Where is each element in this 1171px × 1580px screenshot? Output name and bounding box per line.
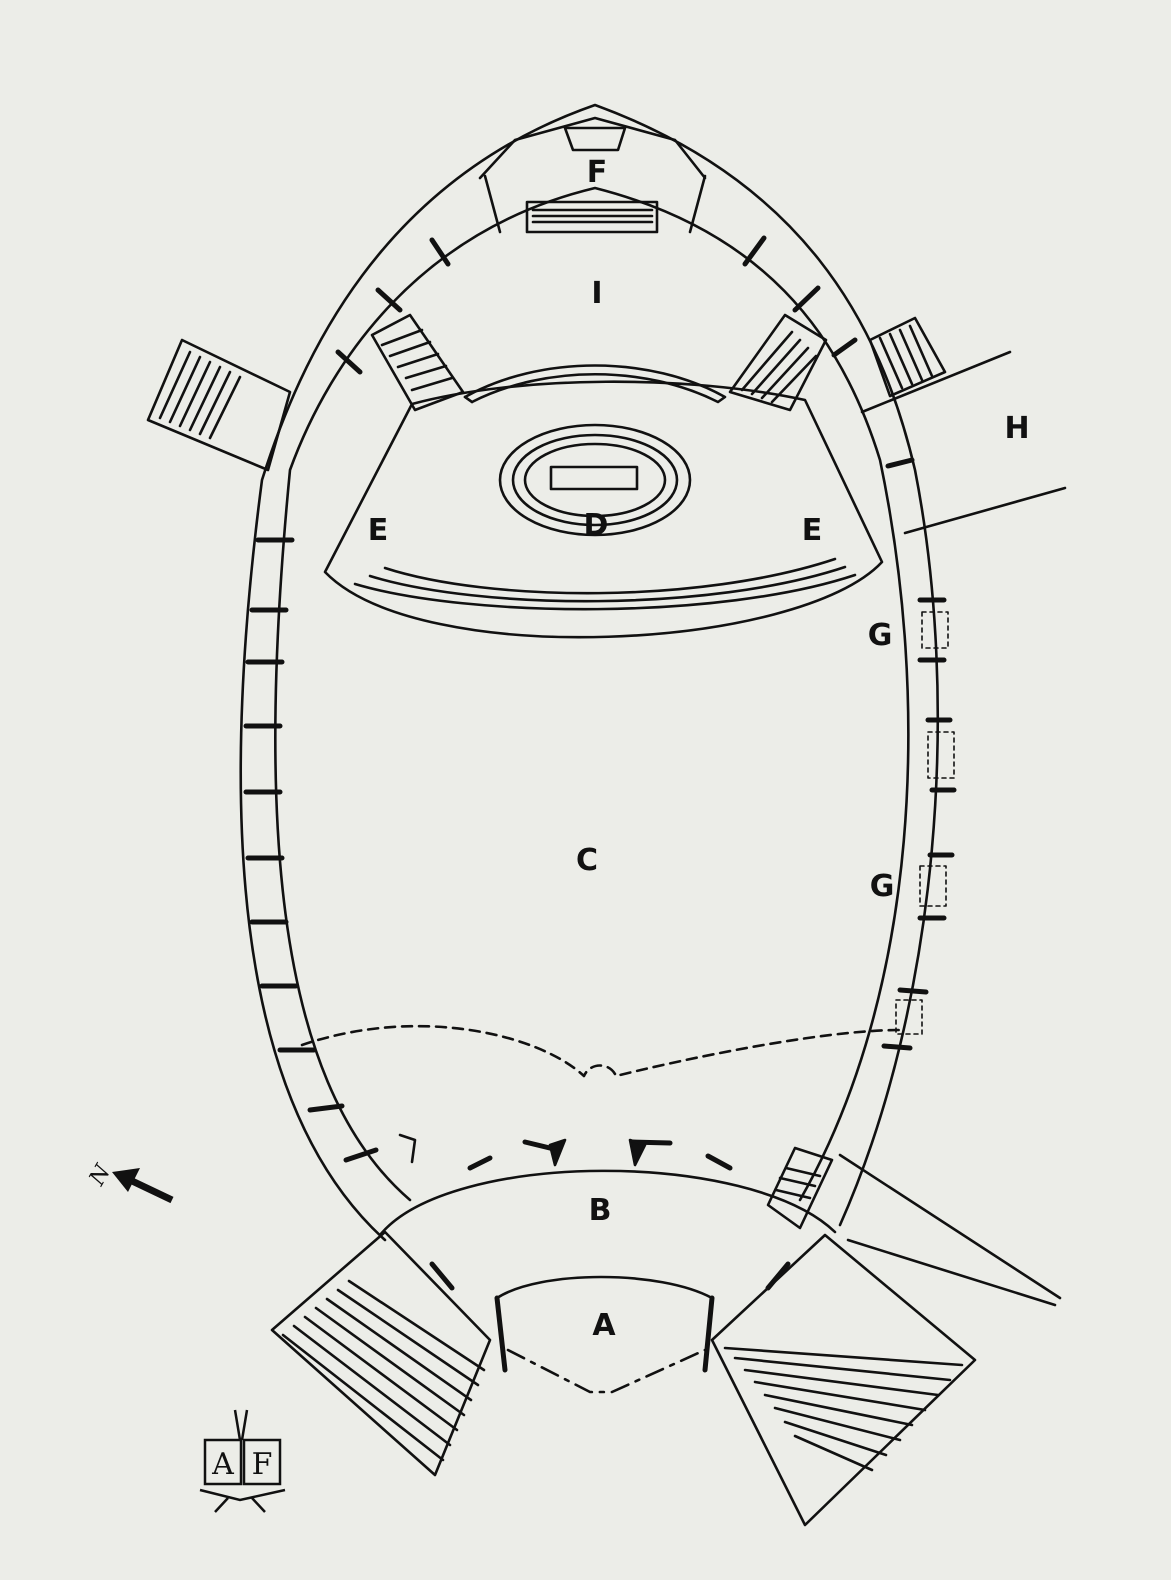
outer-wall — [239, 103, 940, 1242]
north-arrow-icon: N — [84, 1160, 174, 1204]
label-a: A — [592, 1308, 616, 1343]
logo-letter-a: A — [211, 1447, 234, 1482]
label-f: F — [587, 155, 608, 190]
wall-piers-left — [243, 237, 451, 1163]
stair-left-inner — [370, 313, 465, 412]
north-label: N — [84, 1160, 116, 1191]
stair-tower-right — [766, 1146, 834, 1230]
label-i: I — [591, 276, 602, 311]
stair-left-upper — [146, 338, 292, 472]
apse-f — [478, 116, 707, 234]
af-logo: A F — [199, 1409, 286, 1513]
ramp-right — [838, 1153, 1062, 1307]
label-g-upper: G — [868, 618, 893, 653]
left-entrance-notch — [398, 1133, 417, 1164]
annex-h-wall-lower — [903, 486, 1067, 535]
wall-piers-right — [742, 235, 957, 1051]
stair-entrance-right — [710, 1233, 977, 1527]
label-d: D — [584, 508, 609, 543]
inner-wall — [274, 186, 910, 1202]
side-chapels-g — [895, 611, 955, 1035]
label-e-left: E — [368, 513, 389, 548]
sanctuary-platform — [323, 380, 884, 639]
label-e-right: E — [802, 513, 823, 548]
label-c: C — [576, 843, 598, 878]
label-b: B — [589, 1193, 612, 1228]
annex-h-wall-upper — [860, 350, 1012, 414]
altar-d — [498, 423, 692, 537]
stair-right-upper — [868, 316, 947, 398]
label-h: H — [1004, 411, 1029, 446]
narthex-b-arc — [378, 1169, 837, 1237]
label-g-lower: G — [870, 869, 895, 904]
logo-letter-f: F — [252, 1447, 273, 1482]
porch-a — [494, 1275, 715, 1394]
stair-entrance-left — [270, 1230, 492, 1477]
stair-right-inner — [728, 313, 828, 412]
dashed-partition — [300, 1024, 902, 1078]
sanctuary-step — [463, 364, 727, 404]
